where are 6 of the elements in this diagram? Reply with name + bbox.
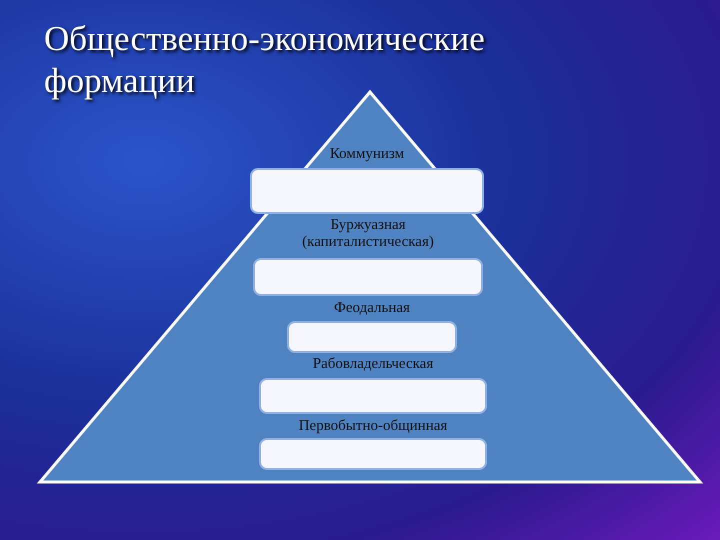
level-label: Первобытно-общинная — [298, 418, 448, 435]
level-label: Буржуазная (капиталистическая) — [301, 217, 435, 251]
level-label: Феодальная — [333, 300, 411, 317]
level-label: Рабовладельческая — [312, 356, 434, 373]
level-label: Коммунизм — [328, 146, 406, 163]
title: Общественно-экономические формации — [44, 18, 486, 102]
